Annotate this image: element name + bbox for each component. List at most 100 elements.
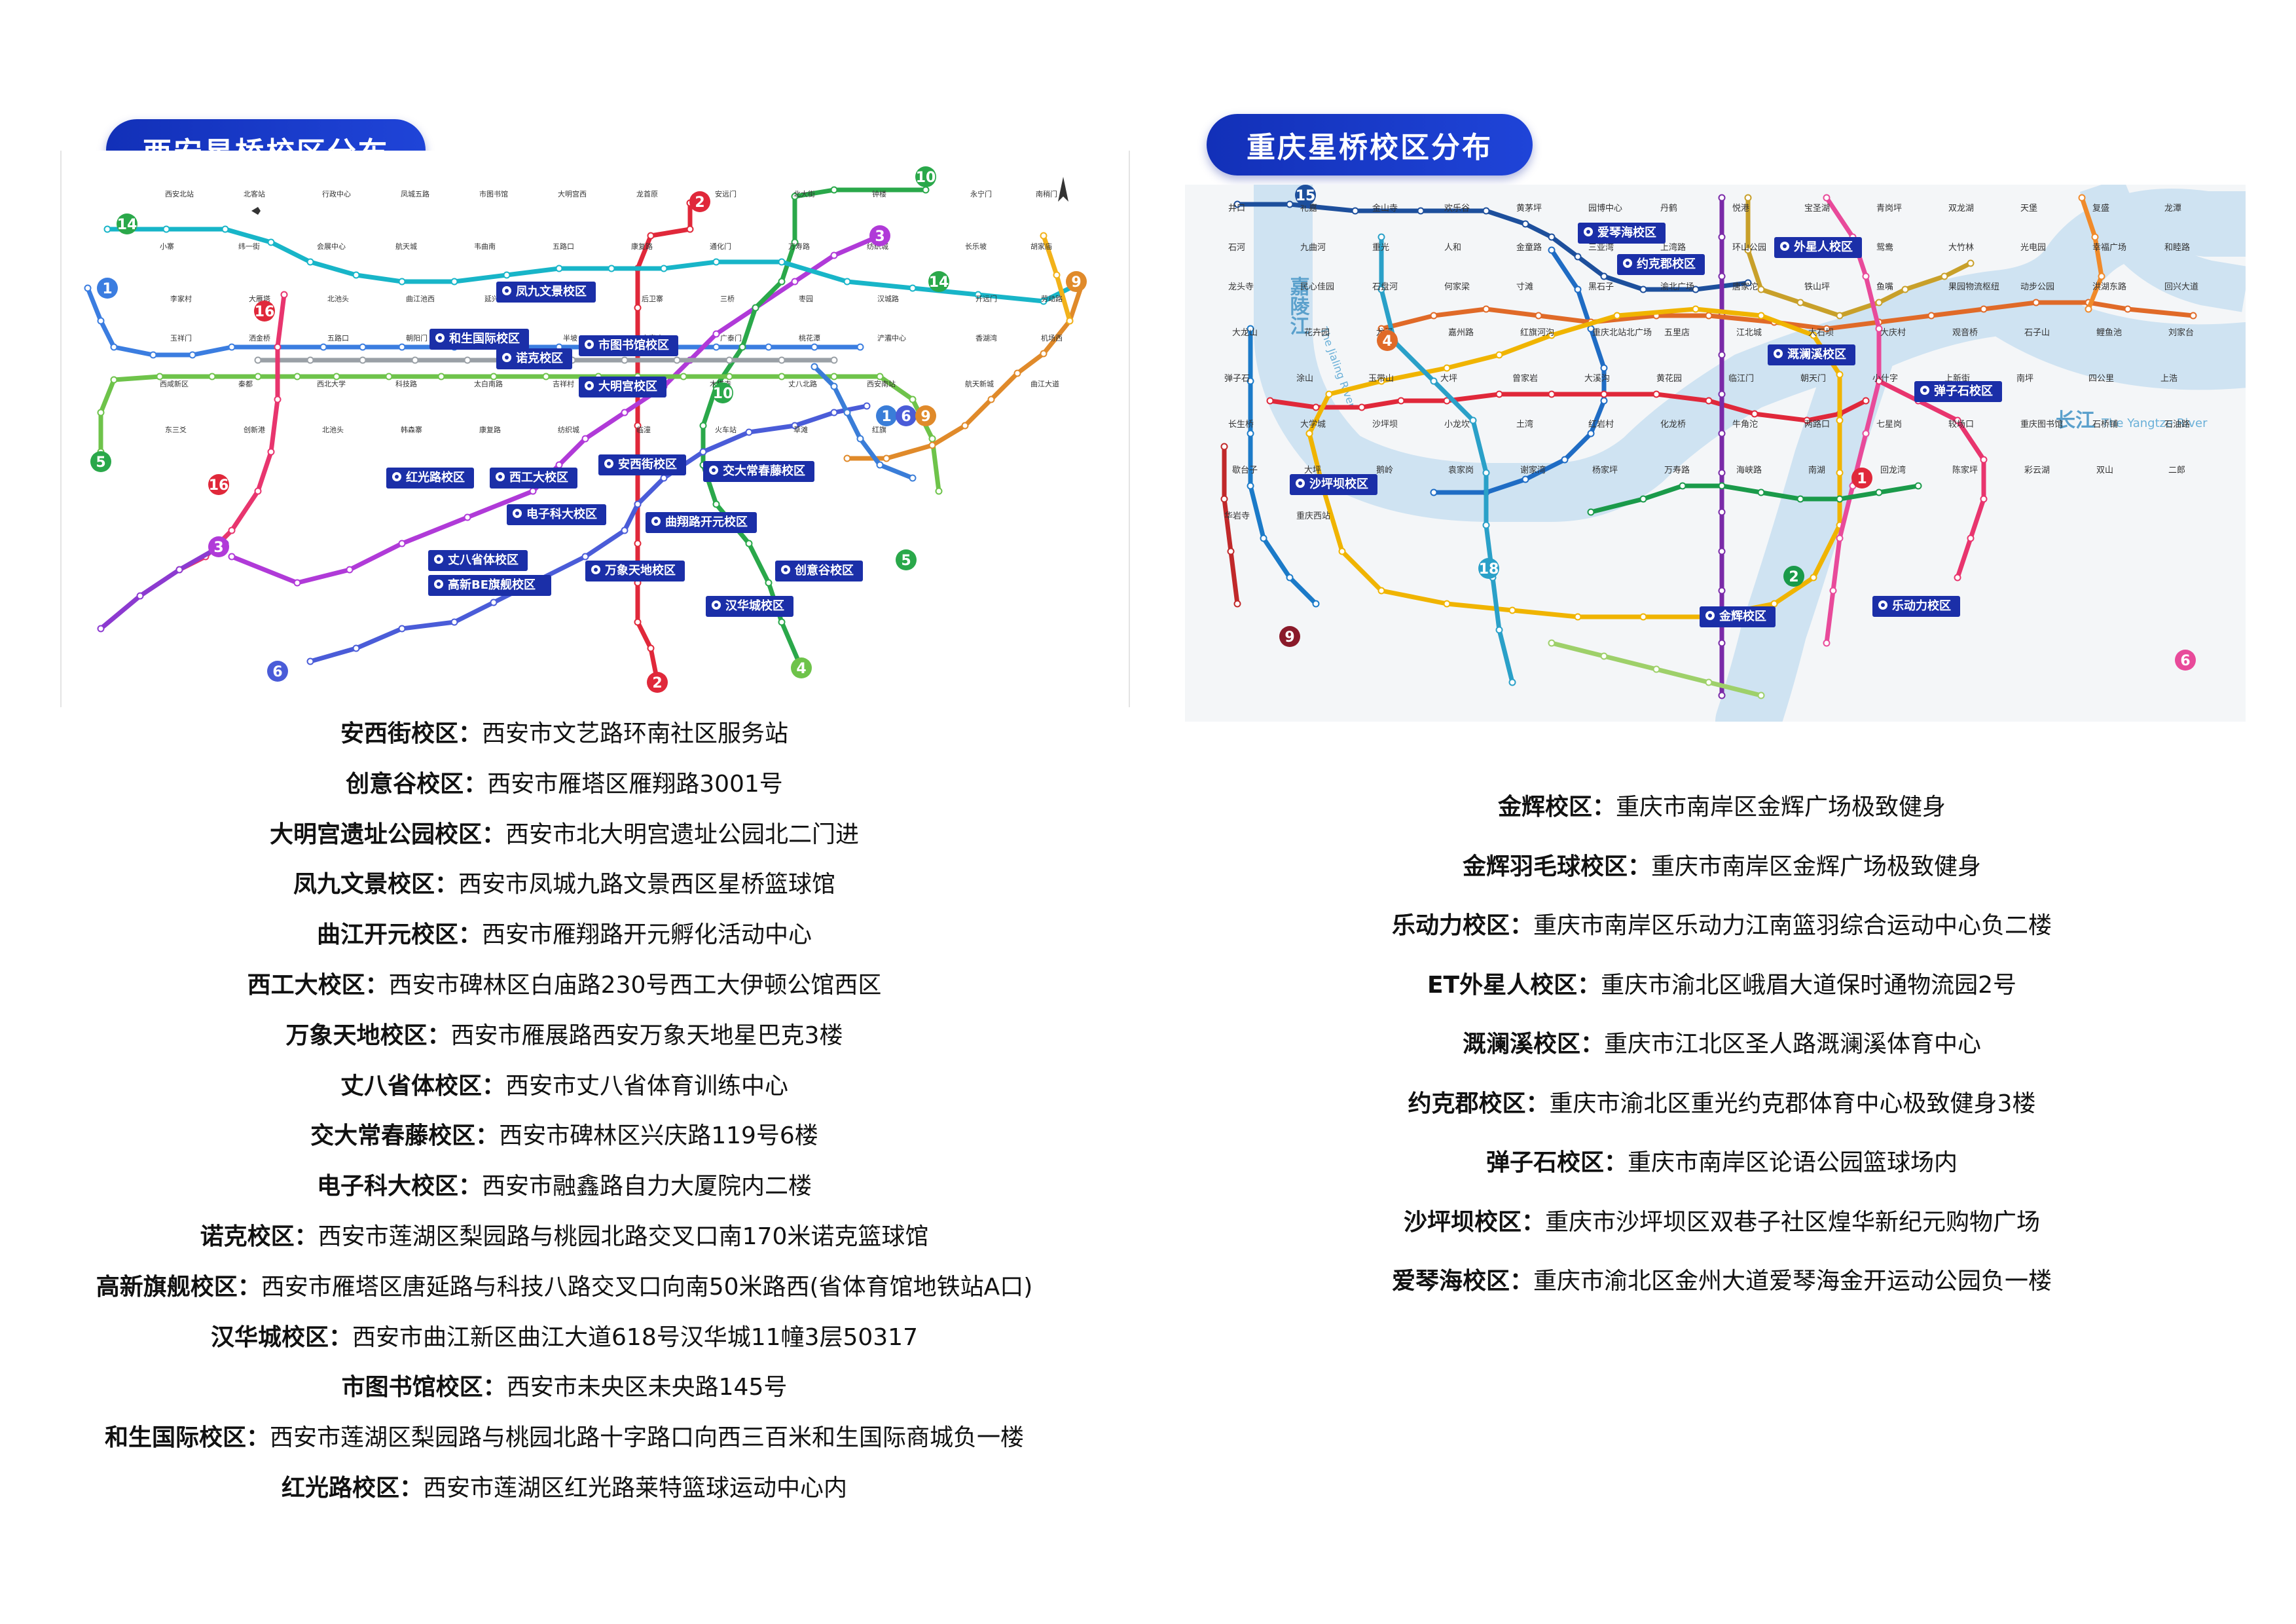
station-label: 金童路 (1516, 242, 1542, 253)
station-label: 二郎 (2168, 466, 2185, 475)
campus-marker[interactable]: 约克郡校区 (1617, 254, 1705, 275)
station-label: 寸滩 (1516, 282, 1533, 292)
campus-name: 创意谷校区： (346, 770, 488, 798)
campus-marker[interactable]: 大明宫校区 (579, 377, 666, 397)
station-dot (1757, 489, 1765, 496)
campus-marker[interactable]: 万象天地校区 (585, 561, 685, 581)
station-dot (280, 291, 288, 299)
campus-marker[interactable]: 凤九文景校区 (496, 282, 596, 303)
campus-marker[interactable]: 丈八省体校区 (428, 550, 528, 571)
campus-marker-label: 市图书馆校区 (598, 338, 669, 352)
station-label: 较场口 (1948, 420, 1974, 430)
station-dot (503, 271, 511, 279)
line-number-label: 6 (2180, 653, 2190, 669)
station-dot (712, 258, 720, 266)
station-label: 土湾 (1516, 419, 1533, 430)
campus-marker[interactable]: 曲翔路开元校区 (646, 512, 757, 533)
campus-marker[interactable]: 和生国际校区 (429, 329, 529, 350)
campus-marker[interactable]: 诺克校区 (496, 348, 572, 369)
station-dot (1652, 665, 1660, 673)
line-number-label: 4 (796, 661, 806, 677)
metro-line (229, 233, 883, 585)
campus-marker-label: 乐动力校区 (1892, 599, 1951, 613)
yangtze-river-east (2079, 185, 2246, 312)
campus-row: 市图书馆校区：西安市未央区未央路145号 (41, 1363, 1088, 1413)
line-number-badge (647, 672, 668, 693)
line-number-badge (1783, 566, 1804, 587)
station-dot (961, 422, 969, 430)
metro-line (1431, 248, 1607, 495)
campus-marker[interactable]: 创意谷校区 (775, 561, 863, 581)
station-dot (634, 540, 642, 547)
station-label: 康复路 (479, 425, 501, 434)
station-dot (1266, 397, 1274, 405)
station-label: 龙首原 (636, 189, 658, 198)
campus-marker[interactable]: 外星人校区 (1774, 237, 1862, 258)
campus-marker[interactable]: 爱琴海校区 (1578, 223, 1666, 244)
station-dot (267, 448, 275, 456)
line-number-badge (896, 405, 917, 426)
campus-marker-label: 爱琴海校区 (1597, 225, 1656, 240)
station-label: 西安南站 (867, 379, 896, 388)
station-dot (1508, 678, 1516, 686)
station-dot (660, 474, 668, 482)
station-label: 丈八北路 (788, 380, 817, 388)
line-number-badge (712, 382, 733, 403)
station-dot (411, 356, 419, 364)
station-label: 康复路 (631, 242, 653, 251)
station-dot (1927, 312, 1935, 320)
station-dot (712, 330, 720, 338)
campus-address: 重庆市南岸区金辉广场极致健身 (1616, 794, 1946, 821)
campus-marker[interactable]: 市图书馆校区 (579, 335, 678, 356)
station-dot (1980, 456, 1988, 464)
campus-name: 大明宫遗址公园校区： (269, 821, 505, 848)
metro-line (1235, 202, 1751, 292)
station-label: 红旗 (872, 425, 886, 434)
station-dot (398, 540, 406, 547)
campus-marker[interactable]: 电子科大校区 (507, 504, 606, 525)
station-dot (843, 454, 851, 462)
campus-marker[interactable]: 西工大校区 (490, 468, 577, 489)
line-number-badge (2175, 650, 2196, 671)
campus-address: 西安市融鑫路自力大厦院内二楼 (482, 1173, 812, 1200)
station-dot (450, 278, 458, 286)
station-dot (254, 356, 262, 364)
campus-name: 溉澜溪校区： (1462, 1031, 1604, 1058)
station-label: 弹子石 (1224, 374, 1250, 384)
station-label: 万寿路 (788, 242, 810, 251)
station-dot (1600, 397, 1608, 405)
station-dot (1718, 351, 1726, 359)
campus-marker-label: 丈八省体校区 (448, 553, 519, 567)
campus-marker[interactable]: 安西街校区 (598, 454, 686, 475)
station-dot (1836, 495, 1844, 503)
station-label: 通化门 (710, 242, 731, 251)
campus-marker[interactable]: 乐动力校区 (1872, 596, 1960, 617)
station-dot (437, 373, 445, 380)
campus-name: 红光路校区： (281, 1474, 423, 1502)
campus-marker[interactable]: 汉华城校区 (706, 596, 793, 617)
line-number-badge (1295, 185, 1316, 206)
station-dot (1744, 279, 1752, 287)
campus-marker[interactable]: 溉澜溪校区 (1768, 344, 1855, 365)
station-dot (843, 409, 851, 416)
campus-marker[interactable]: 高新BE旗舰校区 (428, 575, 551, 596)
campus-row: 爱琴海校区：重庆市渝北区金州大道爱琴海金开运动公园负一楼 (1198, 1252, 2246, 1312)
station-label: 铁山坪 (1804, 282, 1830, 292)
station-label: 沙坪坝 (1372, 420, 1398, 430)
line-number-label: 5 (96, 454, 105, 471)
station-label: 两路口 (1804, 419, 1830, 430)
campus-marker[interactable]: 红光路校区 (386, 468, 474, 489)
station-dot (725, 356, 733, 364)
campus-address: 西安市雁翔路开元孵化活动中心 (482, 921, 812, 949)
station-dot (811, 363, 818, 371)
campus-marker[interactable]: 沙坪坝校区 (1290, 474, 1377, 495)
metro-line (635, 200, 693, 684)
station-dot (1829, 587, 1837, 595)
campus-marker-label: 金辉校区 (1719, 609, 1766, 623)
station-label: 红岩村 (1588, 419, 1614, 430)
campus-marker[interactable]: 弹子石校区 (1914, 381, 2002, 402)
campus-marker[interactable]: 交大常春藤校区 (703, 461, 814, 482)
station-label: 北池头 (327, 295, 349, 303)
station-label: 韦曲南 (474, 242, 496, 251)
campus-marker[interactable]: 金辉校区 (1700, 606, 1776, 627)
